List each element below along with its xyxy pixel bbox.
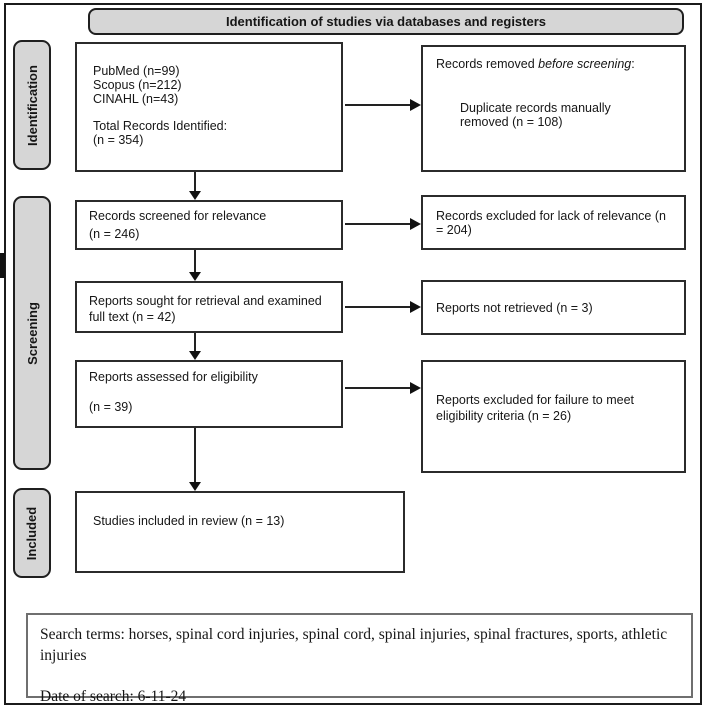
database-count-cinahl: CINAHL (n=43) — [93, 92, 179, 106]
search-terms-text: Search terms: horses, spinal cord injuri… — [40, 626, 668, 664]
records-screened-line2: (n = 246) — [89, 227, 140, 241]
arrow-assessed-to-excluded-eligibility — [345, 387, 411, 389]
box-reports-assessed: Reports assessed for eligibility (n = 39… — [75, 360, 343, 428]
arrowhead-right-icon — [410, 301, 421, 313]
records-excluded-text: Records excluded for lack of relevance (… — [436, 208, 666, 237]
stage-label-text: Included — [24, 506, 40, 560]
left-edge-mark — [0, 253, 5, 278]
header-banner: Identification of studies via databases … — [88, 8, 684, 35]
stage-label-identification: Identification — [13, 40, 51, 170]
box-records-screened: Records screened for relevance (n = 246) — [75, 200, 343, 250]
arrowhead-right-icon — [410, 218, 421, 230]
header-title: Identification of studies via databases … — [225, 14, 547, 29]
arrow-assessed-to-included — [194, 428, 196, 483]
reports-not-retrieved-text: Reports not retrieved (n = 3) — [436, 300, 593, 315]
stage-label-included: Included — [13, 488, 51, 578]
total-records-label: Total Records Identified: — [93, 119, 228, 133]
arrowhead-right-icon — [410, 99, 421, 111]
box-records-removed: Records removed before screening: Duplic… — [421, 45, 686, 172]
arrowhead-right-icon — [410, 382, 421, 394]
stage-label-screening: Screening — [13, 196, 51, 470]
arrowhead-down-icon — [189, 191, 201, 200]
arrow-identified-to-removed — [345, 104, 411, 106]
studies-included-text: Studies included in review (n = 13) — [93, 514, 285, 528]
arrow-screened-to-sought — [194, 250, 196, 273]
records-screened-line1: Records screened for relevance — [89, 209, 267, 223]
box-records-identified: PubMed (n=99) Scopus (n=212) CINAHL (n=4… — [75, 42, 343, 172]
database-count-pubmed: PubMed (n=99) — [93, 64, 180, 78]
box-studies-included: Studies included in review (n = 13) — [75, 491, 405, 573]
total-records-value: (n = 354) — [93, 133, 144, 147]
before-screening-italic: before screening — [538, 57, 632, 71]
reports-assessed-line2: (n = 39) — [89, 400, 133, 414]
duplicates-removed-text: Duplicate records manually removed (n = … — [460, 101, 611, 129]
stage-label-text: Screening — [24, 301, 40, 365]
arrowhead-down-icon — [189, 482, 201, 491]
arrow-screened-to-excluded — [345, 223, 411, 225]
search-date-text: Date of search: 6-11-24 — [40, 688, 187, 705]
records-removed-title: Records removed before screening: — [436, 57, 635, 71]
search-terms-box: Search terms: horses, spinal cord injuri… — [26, 613, 693, 705]
outer-border — [4, 3, 702, 705]
stage-label-text: Identification — [24, 64, 40, 146]
arrow-identified-to-screened — [194, 172, 196, 192]
box-reports-excluded-eligibility: Reports excluded for failure to meet eli… — [421, 360, 686, 473]
database-count-scopus: Scopus (n=212) — [93, 78, 182, 92]
arrowhead-down-icon — [189, 351, 201, 360]
arrow-sought-to-not-retrieved — [345, 306, 411, 308]
arrowhead-down-icon — [189, 272, 201, 281]
arrow-sought-to-assessed — [194, 333, 196, 352]
box-reports-sought: Reports sought for retrieval and examine… — [75, 281, 343, 333]
reports-sought-text: Reports sought for retrieval and examine… — [89, 294, 322, 324]
box-reports-not-retrieved: Reports not retrieved (n = 3) — [421, 280, 686, 335]
reports-assessed-line1: Reports assessed for eligibility — [89, 370, 258, 384]
box-records-excluded: Records excluded for lack of relevance (… — [421, 195, 686, 250]
reports-excluded-eligibility-text: Reports excluded for failure to meet eli… — [436, 393, 635, 423]
